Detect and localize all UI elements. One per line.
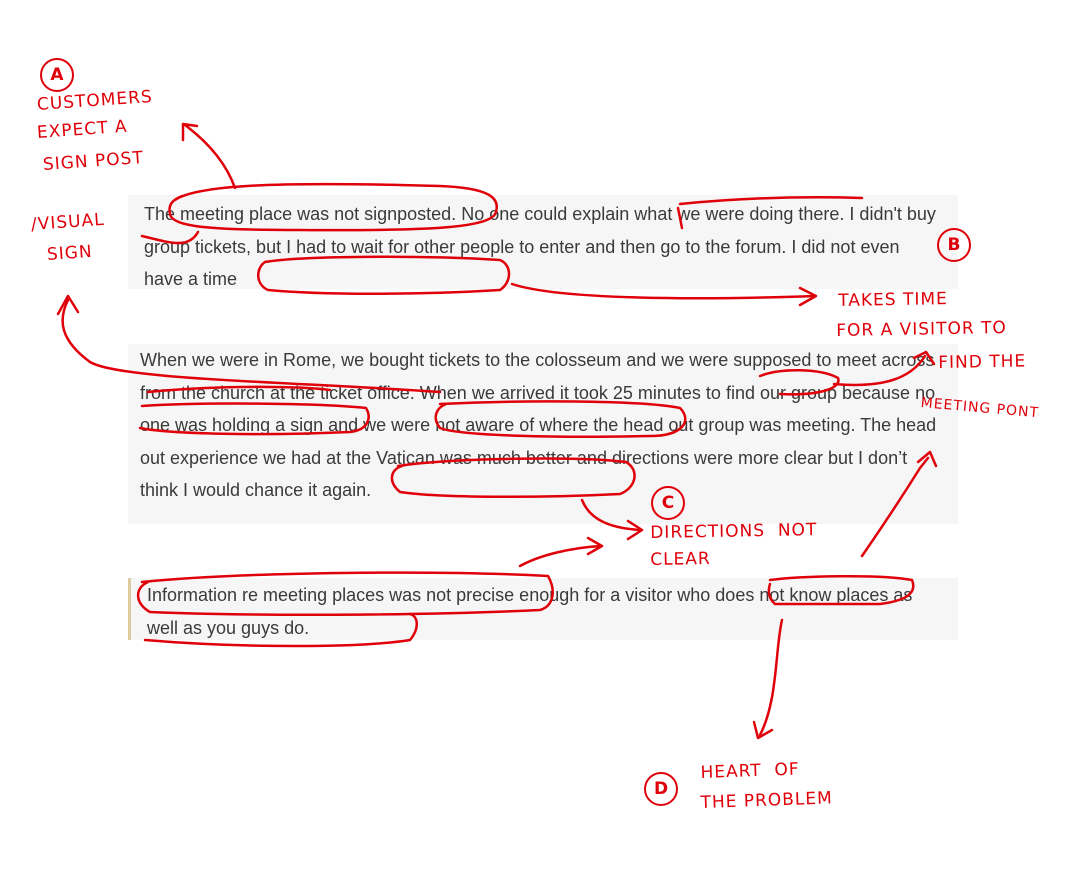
annotation-a-line-4: /VISUAL — [30, 209, 106, 235]
review-quote-3-text: Information re meeting places was not pr… — [147, 585, 913, 638]
annotation-d-marker: D — [644, 772, 678, 806]
arrow-d-head — [752, 720, 774, 740]
annotation-a-marker: A — [40, 58, 74, 92]
annotation-c-line-2: CLEAR — [650, 548, 711, 570]
review-quote-3: Information re meeting places was not pr… — [128, 578, 958, 640]
review-quote-1: The meeting place was not signposted. No… — [128, 195, 958, 289]
annotation-b-marker: B — [937, 228, 971, 262]
annotation-a-line-2: EXPECT A — [36, 116, 129, 143]
review-quote-2: When we were in Rome, we bought tickets … — [128, 344, 958, 524]
review-quote-2-text: When we were in Rome, we bought tickets … — [140, 350, 937, 500]
annotation-d-line-2: THE PROBLEM — [700, 788, 834, 813]
arrow-a-up — [183, 123, 237, 190]
arrow-a-from-quote2-head — [56, 294, 80, 316]
annotation-b-line-1: TAKES TIME — [838, 289, 949, 311]
annotation-c-marker: C — [651, 486, 685, 520]
annotation-a-line-3: SIGN POST — [42, 147, 145, 175]
annotation-b-line-2: FOR A VISITOR TO — [836, 318, 1008, 341]
arrow-quote3-to-c — [518, 544, 602, 568]
annotation-b-line-3: FIND THE — [938, 351, 1027, 373]
arrow-a-head — [181, 122, 199, 142]
review-quote-1-text: The meeting place was not signposted. No… — [144, 204, 936, 289]
annotation-a-line-5: SIGN — [46, 241, 94, 265]
annotation-d-line-1: HEART OF — [700, 759, 800, 783]
annotation-c-line-1: DIRECTIONS NOT — [650, 520, 818, 543]
arrow-quote3-to-c-head — [586, 536, 604, 556]
